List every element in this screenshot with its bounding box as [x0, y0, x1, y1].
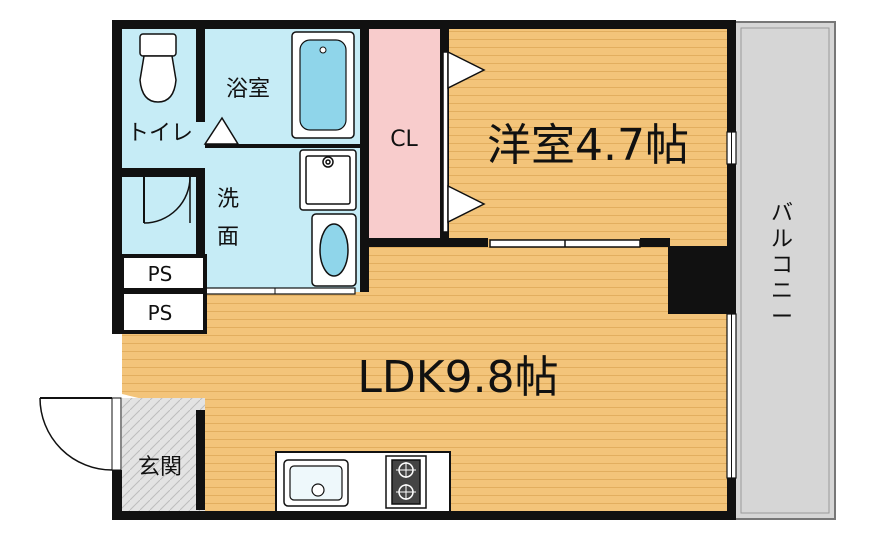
svg-text:ー: ー — [771, 305, 793, 330]
bath-label: 浴室 — [226, 77, 270, 102]
svg-text:バ: バ — [771, 201, 793, 226]
balcony-label: バ ル コ ニ ー — [771, 201, 793, 330]
ps-box-lower — [120, 290, 207, 334]
bathtub — [291, 31, 355, 139]
closet-area — [368, 28, 443, 246]
western-room-floor — [448, 28, 728, 246]
svg-text:コ: コ — [771, 253, 793, 278]
ldk-label: LDK9.8帖 — [357, 352, 558, 403]
washroom-label-bottom: 面 — [217, 225, 239, 250]
washroom-sliding-door — [204, 287, 356, 295]
closet-label: CL — [390, 127, 418, 152]
balcony-inner-border — [740, 27, 830, 514]
ps-label-lower: PS — [148, 301, 173, 325]
window-western — [726, 131, 737, 165]
stove-icon — [385, 455, 427, 509]
window-ldk — [726, 313, 737, 479]
entrance-door — [39, 334, 122, 471]
svg-text:ニ: ニ — [771, 279, 793, 304]
balcony-area — [734, 21, 836, 520]
ps-box-upper — [120, 254, 207, 292]
wash-basin — [311, 213, 357, 287]
toilet-fixture — [139, 33, 177, 103]
entrance-tile — [122, 398, 205, 512]
ldk-floor — [122, 246, 728, 512]
bath-door — [203, 116, 240, 145]
toilet-label: トイレ — [127, 121, 193, 146]
outer-walls — [112, 20, 736, 520]
closet-doors — [442, 50, 486, 233]
entrance-label: 玄関 — [138, 455, 182, 480]
washroom-label-top: 洗 — [217, 187, 239, 212]
western-room-label: 洋室4.7帖 — [487, 120, 689, 171]
toilet-door — [143, 176, 191, 224]
washing-machine-pan — [299, 149, 357, 211]
svg-text:ル: ル — [771, 227, 793, 252]
ps-label-upper: PS — [148, 262, 173, 286]
sliding-door — [489, 239, 641, 248]
